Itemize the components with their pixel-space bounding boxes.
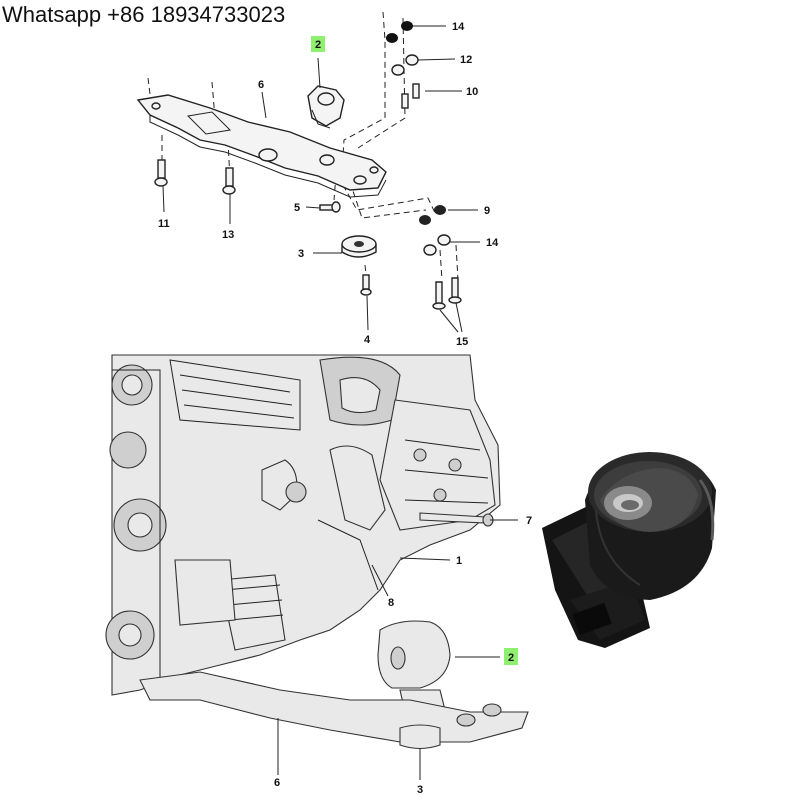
callout-15: 15 [456, 336, 468, 348]
callout-11: 11 [158, 218, 170, 230]
callout-14-lower: 14 [486, 237, 499, 249]
stud-stack-lower [419, 205, 462, 310]
stud-stack-upper [386, 21, 420, 109]
bolts-upper [154, 159, 372, 296]
callout-2-lower: 2 [508, 652, 514, 664]
callout-2: 2 [315, 39, 321, 51]
insulator-part [341, 235, 377, 258]
callout-12: 12 [460, 54, 472, 66]
top-exploded-diagram: 2 14 12 10 6 9 14 5 3 11 13 4 15 [136, 11, 499, 348]
callout-6-lower: 6 [274, 777, 280, 789]
callout-10: 10 [466, 86, 478, 98]
callout-7: 7 [526, 515, 532, 527]
crossmember-bracket [136, 94, 387, 198]
callout-1: 1 [456, 555, 462, 567]
callout-3: 3 [298, 248, 304, 260]
callout-9: 9 [484, 205, 490, 217]
engine-mount-photo [542, 452, 716, 648]
callout-6: 6 [258, 79, 264, 91]
callout-8: 8 [388, 597, 394, 609]
mount-bracket-part [307, 85, 345, 129]
callout-5: 5 [294, 202, 300, 214]
engine-installation-diagram: 7 1 8 2 6 3 [105, 354, 532, 796]
callout-3-lower: 3 [417, 784, 423, 796]
callout-14: 14 [452, 21, 465, 33]
callout-4: 4 [364, 334, 371, 346]
callout-13: 13 [222, 229, 234, 241]
contact-text: Whatsapp +86 18934733023 [2, 2, 286, 27]
